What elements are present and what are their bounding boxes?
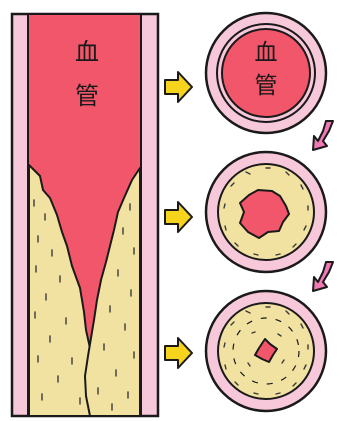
vessel-label-char-2: 管 xyxy=(72,84,102,108)
vessel-label: 血 管 xyxy=(72,40,102,108)
arrow-down-left-icon xyxy=(313,262,333,291)
arrow-right-icon xyxy=(165,202,192,232)
arrow-right-icon xyxy=(165,72,192,102)
cross-section-severe xyxy=(206,291,326,411)
section-label-char-2: 管 xyxy=(250,75,282,98)
section-label-char-1: 血 xyxy=(250,42,282,65)
arrow-right-icon xyxy=(165,338,192,368)
vessel-label-char-1: 血 xyxy=(72,40,102,64)
cross-section-healthy-label: 血 管 xyxy=(250,42,282,98)
arrow-down-left-icon xyxy=(313,121,333,150)
cross-section-moderate xyxy=(206,152,326,272)
